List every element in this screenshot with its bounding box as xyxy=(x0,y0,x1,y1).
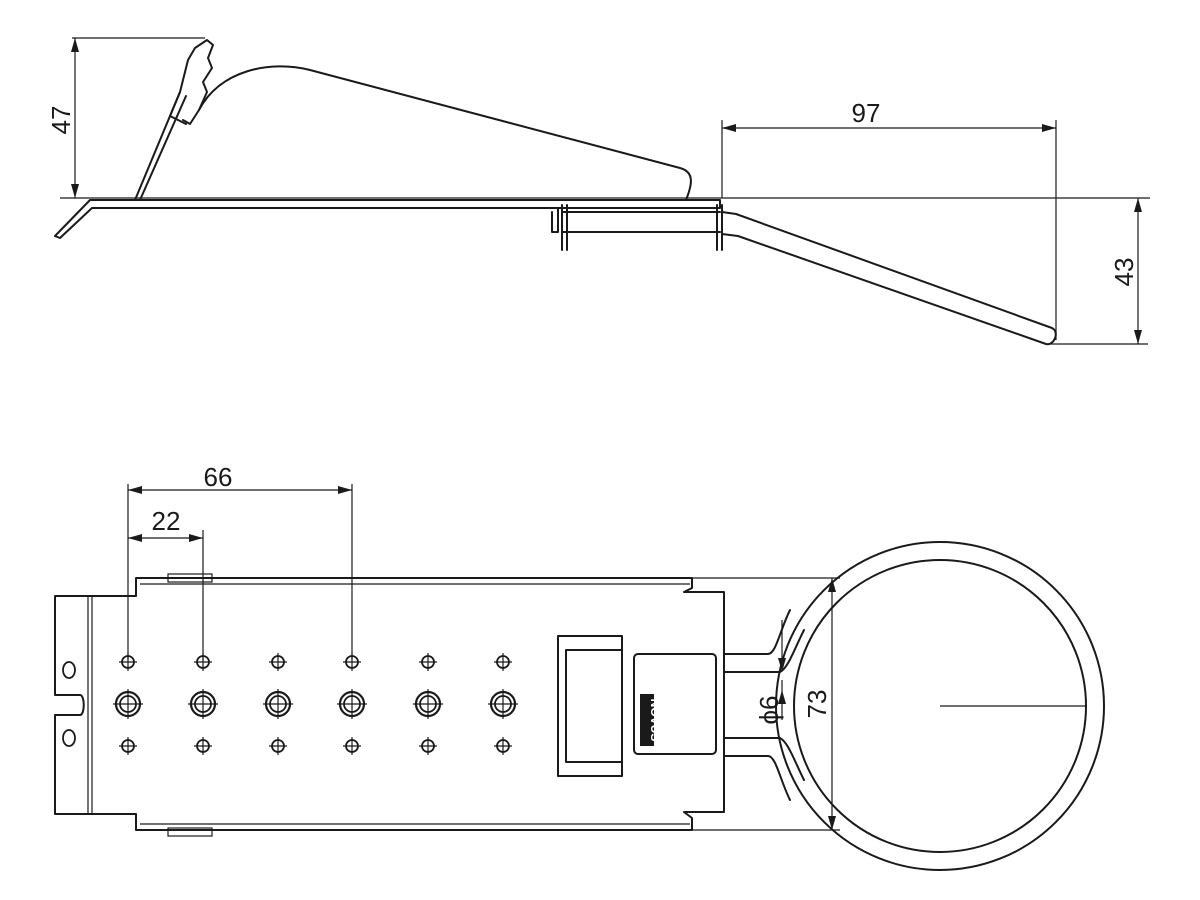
logo-plate xyxy=(633,653,717,755)
ring-connector-bottom xyxy=(723,737,805,801)
novus-logo xyxy=(640,694,654,746)
clip-lever xyxy=(134,39,214,201)
large-hole-inner xyxy=(419,695,437,713)
dim-phi6: ϕ6 xyxy=(754,695,784,724)
dim-47: 47 xyxy=(46,106,76,135)
large-hole-inner xyxy=(343,695,361,713)
large-hole-inner xyxy=(269,695,287,713)
plate-outline xyxy=(54,577,725,831)
ring-connector-top xyxy=(723,609,805,673)
mount-hole xyxy=(62,729,76,747)
large-hole-inner xyxy=(119,695,137,713)
large-hole-inner xyxy=(194,695,212,713)
dim-73: 73 xyxy=(802,690,832,719)
dim-66: 66 xyxy=(204,462,233,492)
clamp-block xyxy=(557,635,623,777)
mount-hole xyxy=(62,661,76,679)
dim-43: 43 xyxy=(1109,258,1139,287)
side-view: 47 97 43 xyxy=(46,37,1150,346)
dim-22: 22 xyxy=(152,506,181,536)
dim-97: 97 xyxy=(852,98,881,128)
base-plate xyxy=(54,199,721,239)
ring-outer xyxy=(775,541,1105,871)
hole-grid xyxy=(113,653,518,755)
hinge-bracket xyxy=(551,204,723,251)
support-arm xyxy=(721,211,1057,346)
body-curve xyxy=(198,65,692,201)
top-view: NOVUS 66 22 ϕ6 73 xyxy=(54,462,1105,871)
logo-text: NOVUS xyxy=(648,699,662,742)
large-hole-inner xyxy=(494,695,512,713)
